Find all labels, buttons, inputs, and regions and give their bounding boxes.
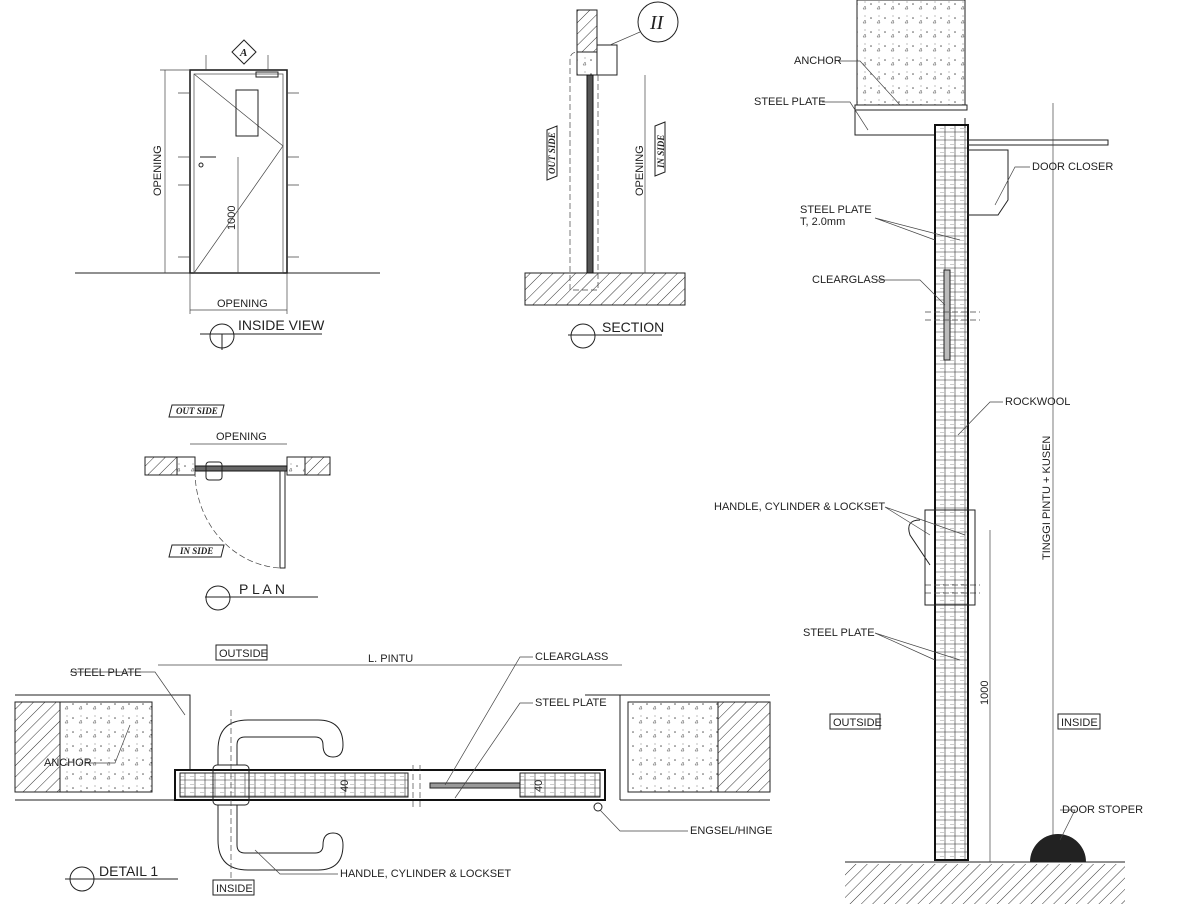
section-marker-icon [637, 1, 679, 43]
cylinder-icon [198, 162, 204, 168]
opening-label: OPENING [634, 145, 646, 196]
closer-arm [967, 139, 1109, 146]
inside-tag: INSIDE [216, 883, 253, 895]
door-swing-arc [194, 470, 281, 569]
width-dim-label: L. PINTU [368, 653, 413, 665]
in-side-tag: IN SIDE [179, 546, 213, 556]
section-title: SECTION [602, 319, 664, 335]
anchor-label: ANCHOR [794, 55, 842, 67]
outside-tag: OUTSIDE [833, 717, 882, 729]
lintel [856, 0, 966, 106]
door-swing-leaf [279, 470, 286, 569]
out-side-tag: OUT SIDE [176, 406, 218, 416]
door-closer [967, 149, 1009, 216]
door-leaf-section [934, 124, 969, 861]
steel-plate-label: STEEL PLATE [803, 627, 875, 639]
inside-tag: INSIDE [1061, 717, 1098, 729]
plate-thickness-label: T, 2.0mm [800, 216, 845, 228]
door-leaf-section [586, 74, 594, 274]
door-stopper-label: DOOR STOPER [1062, 804, 1143, 816]
opening-width-label: OPENING [217, 298, 268, 310]
hinge-icon [593, 802, 603, 812]
section-marker-label: II [649, 12, 665, 34]
handle-outside [217, 719, 344, 765]
outside-tag: OUTSIDE [219, 648, 268, 660]
door-closer-label: DOOR CLOSER [1032, 161, 1113, 173]
detail-1: OUTSIDE L. PINTU 40 40 STEEL PLATE ANCHO… [14, 644, 773, 896]
door-stopper [1030, 834, 1086, 862]
section-view: II OUT SIDE OPENING IN SIDE SECTION [524, 1, 686, 349]
plan-view: OUT SIDE OPENING IN SIDE P L A N [144, 404, 331, 611]
vertical-section-detail: ANCHOR STEEL PLATE DOOR CLOSER STEEL PLA… [714, 0, 1143, 904]
door-closer [255, 71, 279, 78]
title-symbol-icon [205, 585, 231, 611]
out-side-tag: OUT SIDE [547, 132, 557, 174]
anchor-label: ANCHOR [44, 757, 92, 769]
steel-plate-label: STEEL PLATE [535, 697, 607, 709]
inside-view-title: INSIDE VIEW [238, 317, 325, 333]
detail-1-title: DETAIL 1 [99, 863, 158, 879]
opening-height-label: OPENING [152, 145, 164, 196]
thickness-dim-label: 40 [533, 780, 545, 792]
title-symbol-icon [570, 323, 596, 349]
anchors [178, 55, 299, 258]
hinge-label: ENGSEL/HINGE [690, 825, 773, 837]
handle-height-label: 1000 [226, 206, 238, 230]
swing-indicator [193, 73, 284, 274]
steel-plate-label: STEEL PLATE [800, 204, 872, 216]
total-height-label: TINGGI PINTU + KUSEN [1041, 436, 1053, 560]
clearglass-label: CLEARGLASS [535, 651, 608, 663]
glass-section [943, 269, 951, 361]
floor-slab [524, 272, 686, 306]
vision-glass [235, 89, 259, 137]
opening-label: OPENING [216, 431, 267, 443]
detail-marker-label: A [239, 47, 247, 59]
handle-height-label: 1000 [979, 681, 991, 705]
handle-label: HANDLE, CYLINDER & LOCKSET [714, 501, 885, 513]
inside-view: OPENING 1000 OPENING A INSIDE VIEW [75, 39, 380, 350]
steel-plate-label: STEEL PLATE [754, 96, 826, 108]
clearglass-label: CLEARGLASS [812, 274, 885, 286]
thickness-dim-label: 40 [339, 780, 351, 792]
rockwool-label: ROCKWOOL [1005, 396, 1070, 408]
glass-pane [429, 782, 521, 789]
in-side-tag: IN SIDE [656, 135, 666, 169]
door-leaf [193, 73, 284, 274]
steel-plate-label: STEEL PLATE [70, 667, 142, 679]
plan-title: P L A N [239, 581, 285, 597]
detail-marker-icon [231, 39, 257, 65]
handle-inside [217, 805, 344, 871]
door-panel [174, 769, 606, 801]
handle-label: HANDLE, CYLINDER & LOCKSET [340, 868, 511, 880]
door-frame [189, 69, 288, 274]
